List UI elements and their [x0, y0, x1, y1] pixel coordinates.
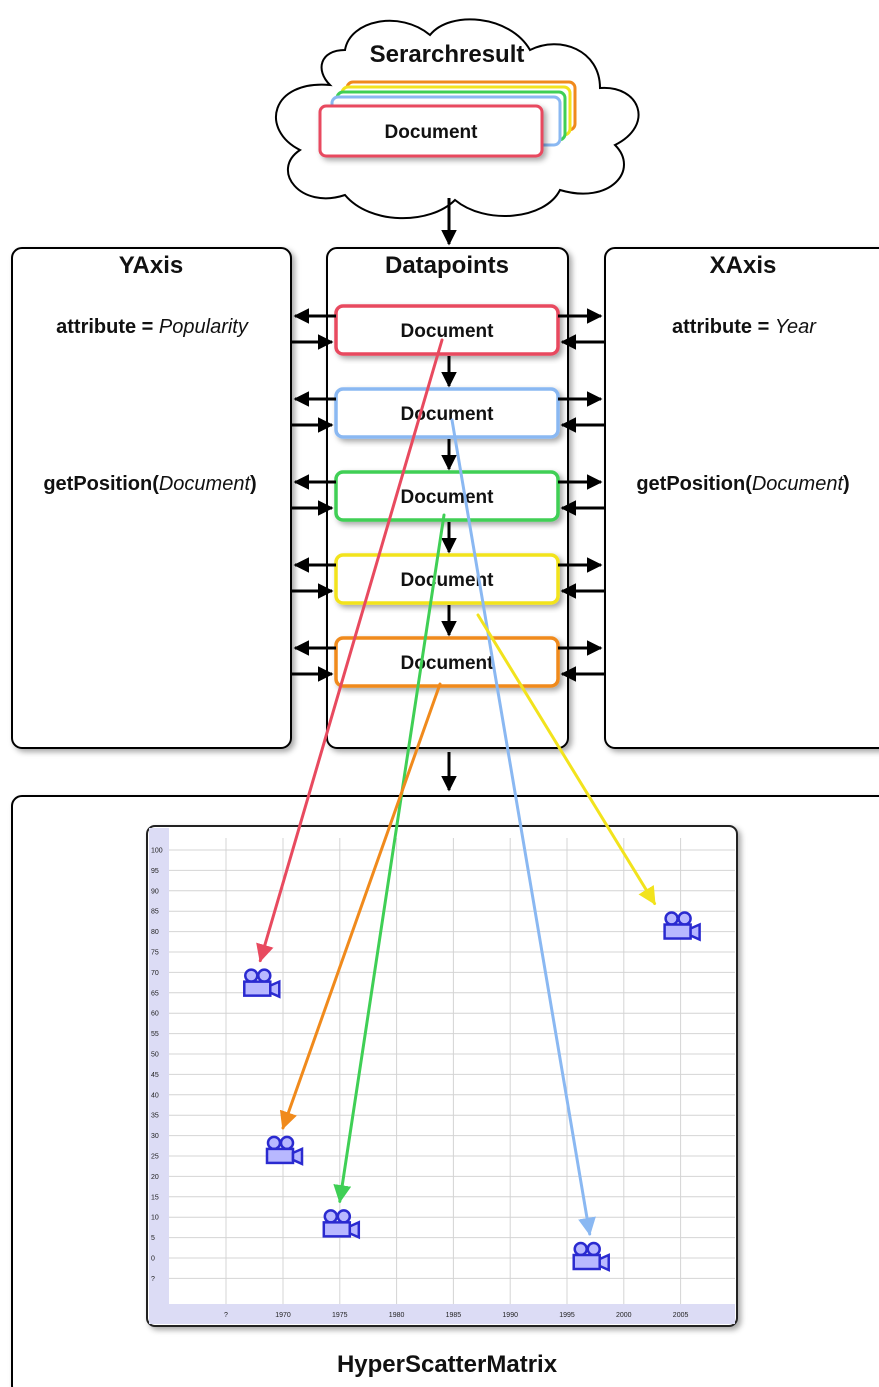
y-tick-label: 85 — [151, 909, 159, 916]
xaxis-method-prefix: getPosition( — [636, 473, 752, 495]
mapping-arrow — [279, 682, 442, 1130]
document-card[interactable] — [334, 553, 560, 605]
yaxis-attribute: attribute = Popularity — [56, 316, 249, 338]
y-tick-label: 20 — [151, 1174, 159, 1181]
y-tick-label: 55 — [151, 1031, 159, 1038]
mapping-arrow — [333, 513, 446, 1204]
movie-camera-icon[interactable] — [663, 911, 701, 942]
datapoints-title: Datapoints — [385, 252, 509, 279]
document-label: Document — [401, 653, 495, 674]
y-tick-label: ? — [151, 1276, 155, 1283]
y-axis-band — [149, 828, 169, 1324]
movie-camera-icon[interactable] — [265, 1135, 304, 1166]
y-tick-label: 0 — [151, 1256, 155, 1263]
y-tick-label: 15 — [151, 1194, 159, 1201]
xaxis-title: XAxis — [710, 252, 777, 279]
x-tick-label: ? — [224, 1312, 228, 1319]
x-tick-label: 1970 — [275, 1312, 291, 1319]
datapoint-document[interactable]: Document — [334, 304, 560, 356]
document-label: Document — [401, 570, 495, 591]
y-tick-label: 90 — [151, 888, 159, 895]
y-tick-label: 60 — [151, 1011, 159, 1018]
stack-card-front — [318, 104, 544, 158]
y-tick-label: 75 — [151, 950, 159, 957]
datapoint-document[interactable]: Document — [334, 636, 560, 688]
search-result-title: Serarchresult — [370, 41, 525, 68]
mapping-arrow — [476, 613, 657, 906]
yaxis-attribute-prefix: attribute = — [56, 316, 159, 338]
yaxis-panel — [11, 247, 292, 749]
mapping-arrows — [256, 338, 657, 1236]
scatter-title: HyperScatterMatrix — [337, 1351, 558, 1378]
movie-camera-icon[interactable] — [572, 1241, 610, 1272]
x-axis-band — [149, 1304, 735, 1324]
xaxis-method-suffix: ) — [843, 473, 850, 495]
y-tick-label: 100 — [151, 848, 163, 855]
y-tick-label: 5 — [151, 1235, 155, 1242]
document-label: Document — [401, 487, 495, 508]
datapoint-document[interactable]: Document — [334, 387, 560, 439]
datapoint-document[interactable]: Document — [334, 470, 560, 522]
x-tick-label: 2000 — [616, 1312, 632, 1319]
chart-grid — [169, 838, 735, 1304]
stack-document-label: Document — [385, 122, 479, 143]
chart-markers — [243, 911, 701, 1272]
yaxis-method: getPosition(Document) — [43, 473, 256, 495]
document-card[interactable] — [334, 304, 560, 356]
y-tick-label: 70 — [151, 970, 159, 977]
xaxis-method-arg: Document — [752, 473, 845, 495]
y-tick-label: 80 — [151, 929, 159, 936]
x-tick-label: 1980 — [389, 1312, 405, 1319]
y-tick-label: 50 — [151, 1052, 159, 1059]
axis-connectors — [291, 308, 605, 682]
datapoint-document[interactable]: Document — [334, 553, 560, 605]
document-label: Document — [401, 404, 495, 425]
document-label: Document — [401, 321, 495, 342]
chart-ticks: 1009590858075706560555045403530252015105… — [151, 848, 688, 1320]
yaxis-title: YAxis — [119, 252, 184, 279]
xaxis-attribute: attribute = Year — [672, 316, 817, 338]
yaxis-method-arg: Document — [159, 473, 252, 495]
x-tick-label: 1995 — [559, 1312, 575, 1319]
y-tick-label: 30 — [151, 1133, 159, 1140]
yaxis-method-suffix: ) — [250, 473, 257, 495]
xaxis-panel — [604, 247, 879, 749]
document-stack: Document — [318, 80, 577, 158]
scatter-chart: 1009590858075706560555045403530252015105… — [146, 825, 738, 1327]
x-tick-label: 1975 — [332, 1312, 348, 1319]
yaxis-method-prefix: getPosition( — [43, 473, 159, 495]
chart-frame — [146, 825, 738, 1327]
mapping-arrow — [450, 418, 596, 1236]
x-tick-label: 1985 — [446, 1312, 462, 1319]
y-tick-label: 10 — [151, 1215, 159, 1222]
x-tick-label: 1990 — [502, 1312, 518, 1319]
x-tick-label: 2005 — [673, 1312, 689, 1319]
xaxis-method: getPosition(Document) — [636, 473, 849, 495]
document-card[interactable] — [334, 387, 560, 439]
yaxis-attribute-value: Popularity — [159, 316, 249, 338]
document-card[interactable] — [334, 636, 560, 688]
y-tick-label: 35 — [151, 1113, 159, 1120]
movie-camera-icon[interactable] — [243, 968, 281, 999]
search-result-cloud: Serarchresult Document — [275, 18, 640, 220]
y-tick-label: 45 — [151, 1072, 159, 1079]
y-tick-label: 65 — [151, 990, 159, 997]
xaxis-attribute-value: Year — [775, 316, 817, 338]
y-tick-label: 25 — [151, 1154, 159, 1161]
mapping-arrow — [256, 338, 444, 963]
movie-camera-icon[interactable] — [322, 1209, 361, 1240]
xaxis-attribute-prefix: attribute = — [672, 316, 775, 338]
y-tick-label: 40 — [151, 1092, 159, 1099]
y-tick-label: 95 — [151, 868, 159, 875]
